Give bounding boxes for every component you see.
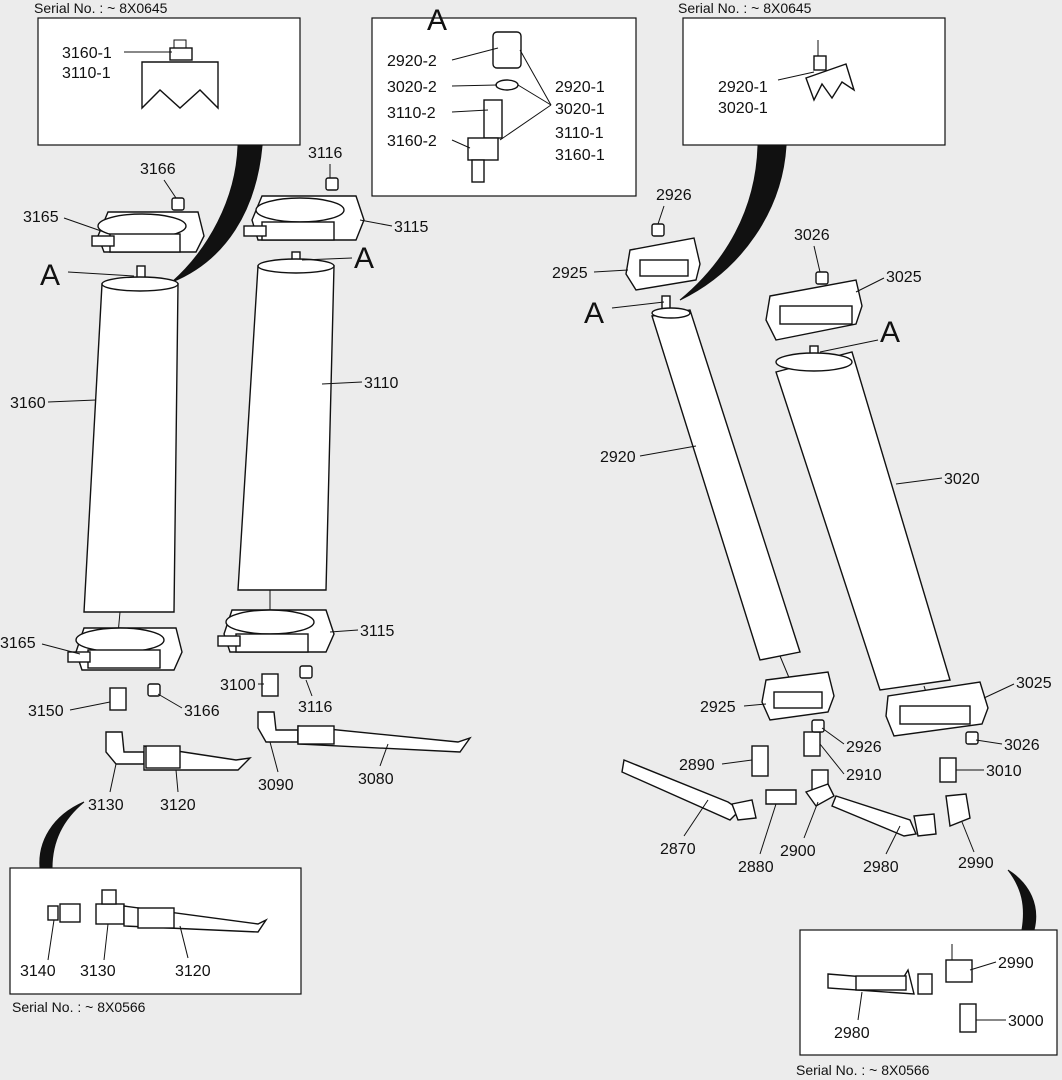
label-3090: 3090 — [258, 777, 294, 794]
label-3160-1-detail: 3160-1 — [555, 147, 605, 164]
label-3165-top: 3165 — [23, 209, 59, 226]
pointer-lower-right — [1007, 869, 1037, 931]
detail-box-lower-right: 2990 3000 2980 — [799, 929, 1058, 1056]
label-3140: 3140 — [20, 963, 56, 980]
label-3165-bottom: 3165 — [0, 635, 36, 652]
label-3166-bottom: 3166 — [184, 703, 220, 720]
label-3110: 3110 — [364, 375, 399, 392]
label-2925-top: 2925 — [552, 265, 588, 282]
filter-3160-assembly — [67, 197, 252, 771]
label-2910: 2910 — [846, 767, 882, 784]
label-2900: 2900 — [780, 843, 816, 860]
label-3010: 3010 — [986, 763, 1022, 780]
serial-label-top-left: Serial No. : ~ 8X0645 — [34, 0, 168, 16]
label-3025-top: 3025 — [886, 269, 922, 286]
label-2890: 2890 — [679, 757, 715, 774]
label-3026-bottom: 3026 — [1004, 737, 1040, 754]
filter-3020-assembly — [765, 271, 989, 837]
label-2990-detail: 2990 — [998, 955, 1034, 972]
detail-box-lower-left: 3140 3130 3120 — [9, 867, 302, 995]
label-3000: 3000 — [1008, 1013, 1044, 1030]
label-3020-1-right: 3020-1 — [718, 100, 768, 117]
label-3110-2: 3110-2 — [387, 105, 436, 122]
pointer-lower-left — [39, 801, 85, 869]
marker-a-right-2: A — [880, 316, 900, 349]
label-2980-detail: 2980 — [834, 1025, 870, 1042]
label-3020: 3020 — [944, 471, 980, 488]
label-3110-1: 3110-1 — [62, 65, 111, 82]
label-3166-top: 3166 — [140, 161, 176, 178]
label-3080: 3080 — [358, 771, 394, 788]
label-3160-2: 3160-2 — [387, 133, 437, 150]
label-2920-1: 2920-1 — [555, 79, 605, 96]
label-2990: 2990 — [958, 855, 994, 872]
label-2870: 2870 — [660, 841, 696, 858]
label-3020-2: 3020-2 — [387, 79, 437, 96]
serial-label-lower-right: Serial No. : ~ 8X0566 — [796, 1062, 930, 1078]
label-3026-top: 3026 — [794, 227, 830, 244]
detail-a-heading: A — [427, 4, 447, 37]
marker-a-left-1: A — [40, 259, 60, 292]
label-3130: 3130 — [88, 797, 124, 814]
detail-box-a: A 2920-2 3020-2 3110-2 3160-2 2920-1 302… — [371, 4, 637, 197]
label-2926-bottom: 2926 — [846, 739, 882, 756]
label-3120-detail: 3120 — [175, 963, 211, 980]
label-3150: 3150 — [28, 703, 64, 720]
label-2926-top: 2926 — [656, 187, 692, 204]
serial-label-lower-left: Serial No. : ~ 8X0566 — [12, 999, 146, 1015]
label-3100: 3100 — [220, 677, 256, 694]
filter-2920-assembly — [621, 223, 835, 821]
marker-a-left-2: A — [354, 242, 374, 275]
filter-3110-assembly — [217, 177, 472, 753]
label-3110-1-detail: 3110-1 — [555, 125, 604, 142]
label-2980: 2980 — [863, 859, 899, 876]
label-2920: 2920 — [600, 449, 636, 466]
label-3160: 3160 — [10, 395, 46, 412]
label-3115-top: 3115 — [394, 219, 429, 236]
label-3160-1: 3160-1 — [62, 45, 112, 62]
label-3116-bottom: 3116 — [298, 699, 333, 716]
label-2880: 2880 — [738, 859, 774, 876]
pointer-callout-a-right — [679, 145, 787, 301]
label-3120: 3120 — [160, 797, 196, 814]
label-3130-detail: 3130 — [80, 963, 116, 980]
label-3115-bottom: 3115 — [360, 623, 395, 640]
label-2920-2: 2920-2 — [387, 53, 437, 70]
label-3116-top: 3116 — [308, 145, 343, 162]
label-3020-1: 3020-1 — [555, 101, 605, 118]
serial-label-top-right: Serial No. : ~ 8X0645 — [678, 0, 812, 16]
label-2925-bottom: 2925 — [700, 699, 736, 716]
detail-box-top-left: Serial No. : ~ 8X0645 3160-1 3110-1 — [34, 0, 301, 146]
detail-box-top-right: Serial No. : ~ 8X0645 2920-1 3020-1 — [678, 0, 946, 146]
marker-a-right-1: A — [584, 297, 604, 330]
label-3025-bottom: 3025 — [1016, 675, 1052, 692]
label-2920-1-right: 2920-1 — [718, 79, 768, 96]
